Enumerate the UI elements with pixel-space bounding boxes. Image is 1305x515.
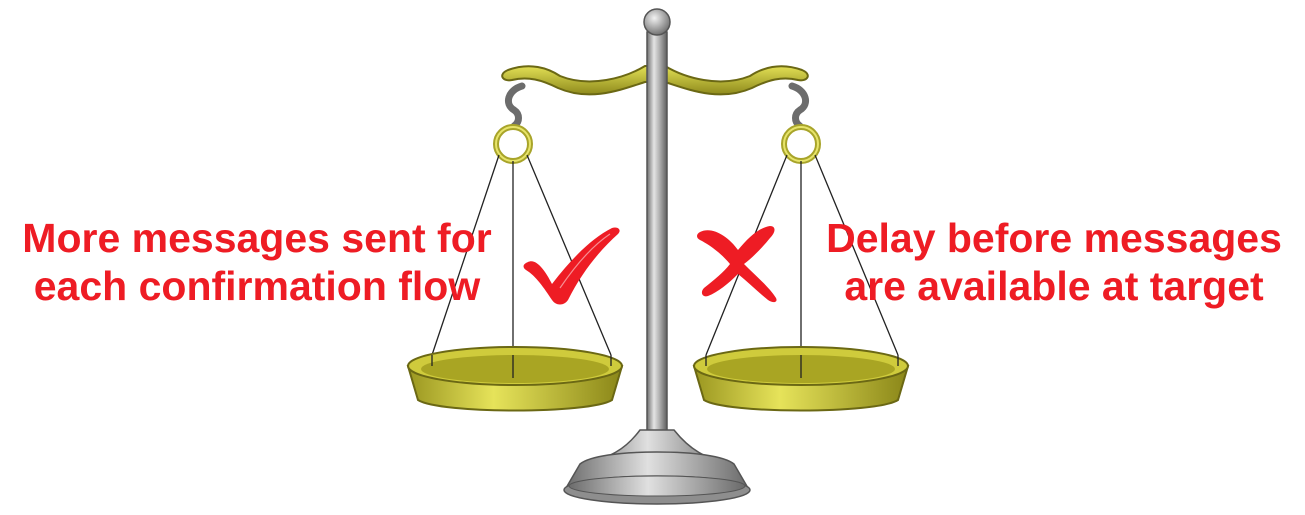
base bbox=[564, 430, 750, 504]
cross-icon bbox=[697, 226, 777, 302]
right-hook bbox=[792, 86, 806, 126]
pros-line-1: More messages sent for bbox=[6, 214, 508, 262]
right-pan bbox=[694, 347, 908, 411]
cons-line-2: are available at target bbox=[808, 262, 1300, 310]
checkmark-icon bbox=[524, 227, 620, 304]
cons-line-1: Delay before messages bbox=[808, 214, 1300, 262]
pole-knob bbox=[644, 9, 670, 35]
pole bbox=[644, 9, 670, 440]
pros-caption: More messages sent for each confirmation… bbox=[6, 214, 508, 310]
cons-caption: Delay before messages are available at t… bbox=[808, 214, 1300, 310]
right-ring-inner bbox=[784, 127, 818, 161]
left-hook bbox=[508, 86, 522, 126]
left-ring-inner bbox=[496, 127, 530, 161]
left-pan bbox=[408, 347, 622, 411]
pros-line-2: each confirmation flow bbox=[6, 262, 508, 310]
